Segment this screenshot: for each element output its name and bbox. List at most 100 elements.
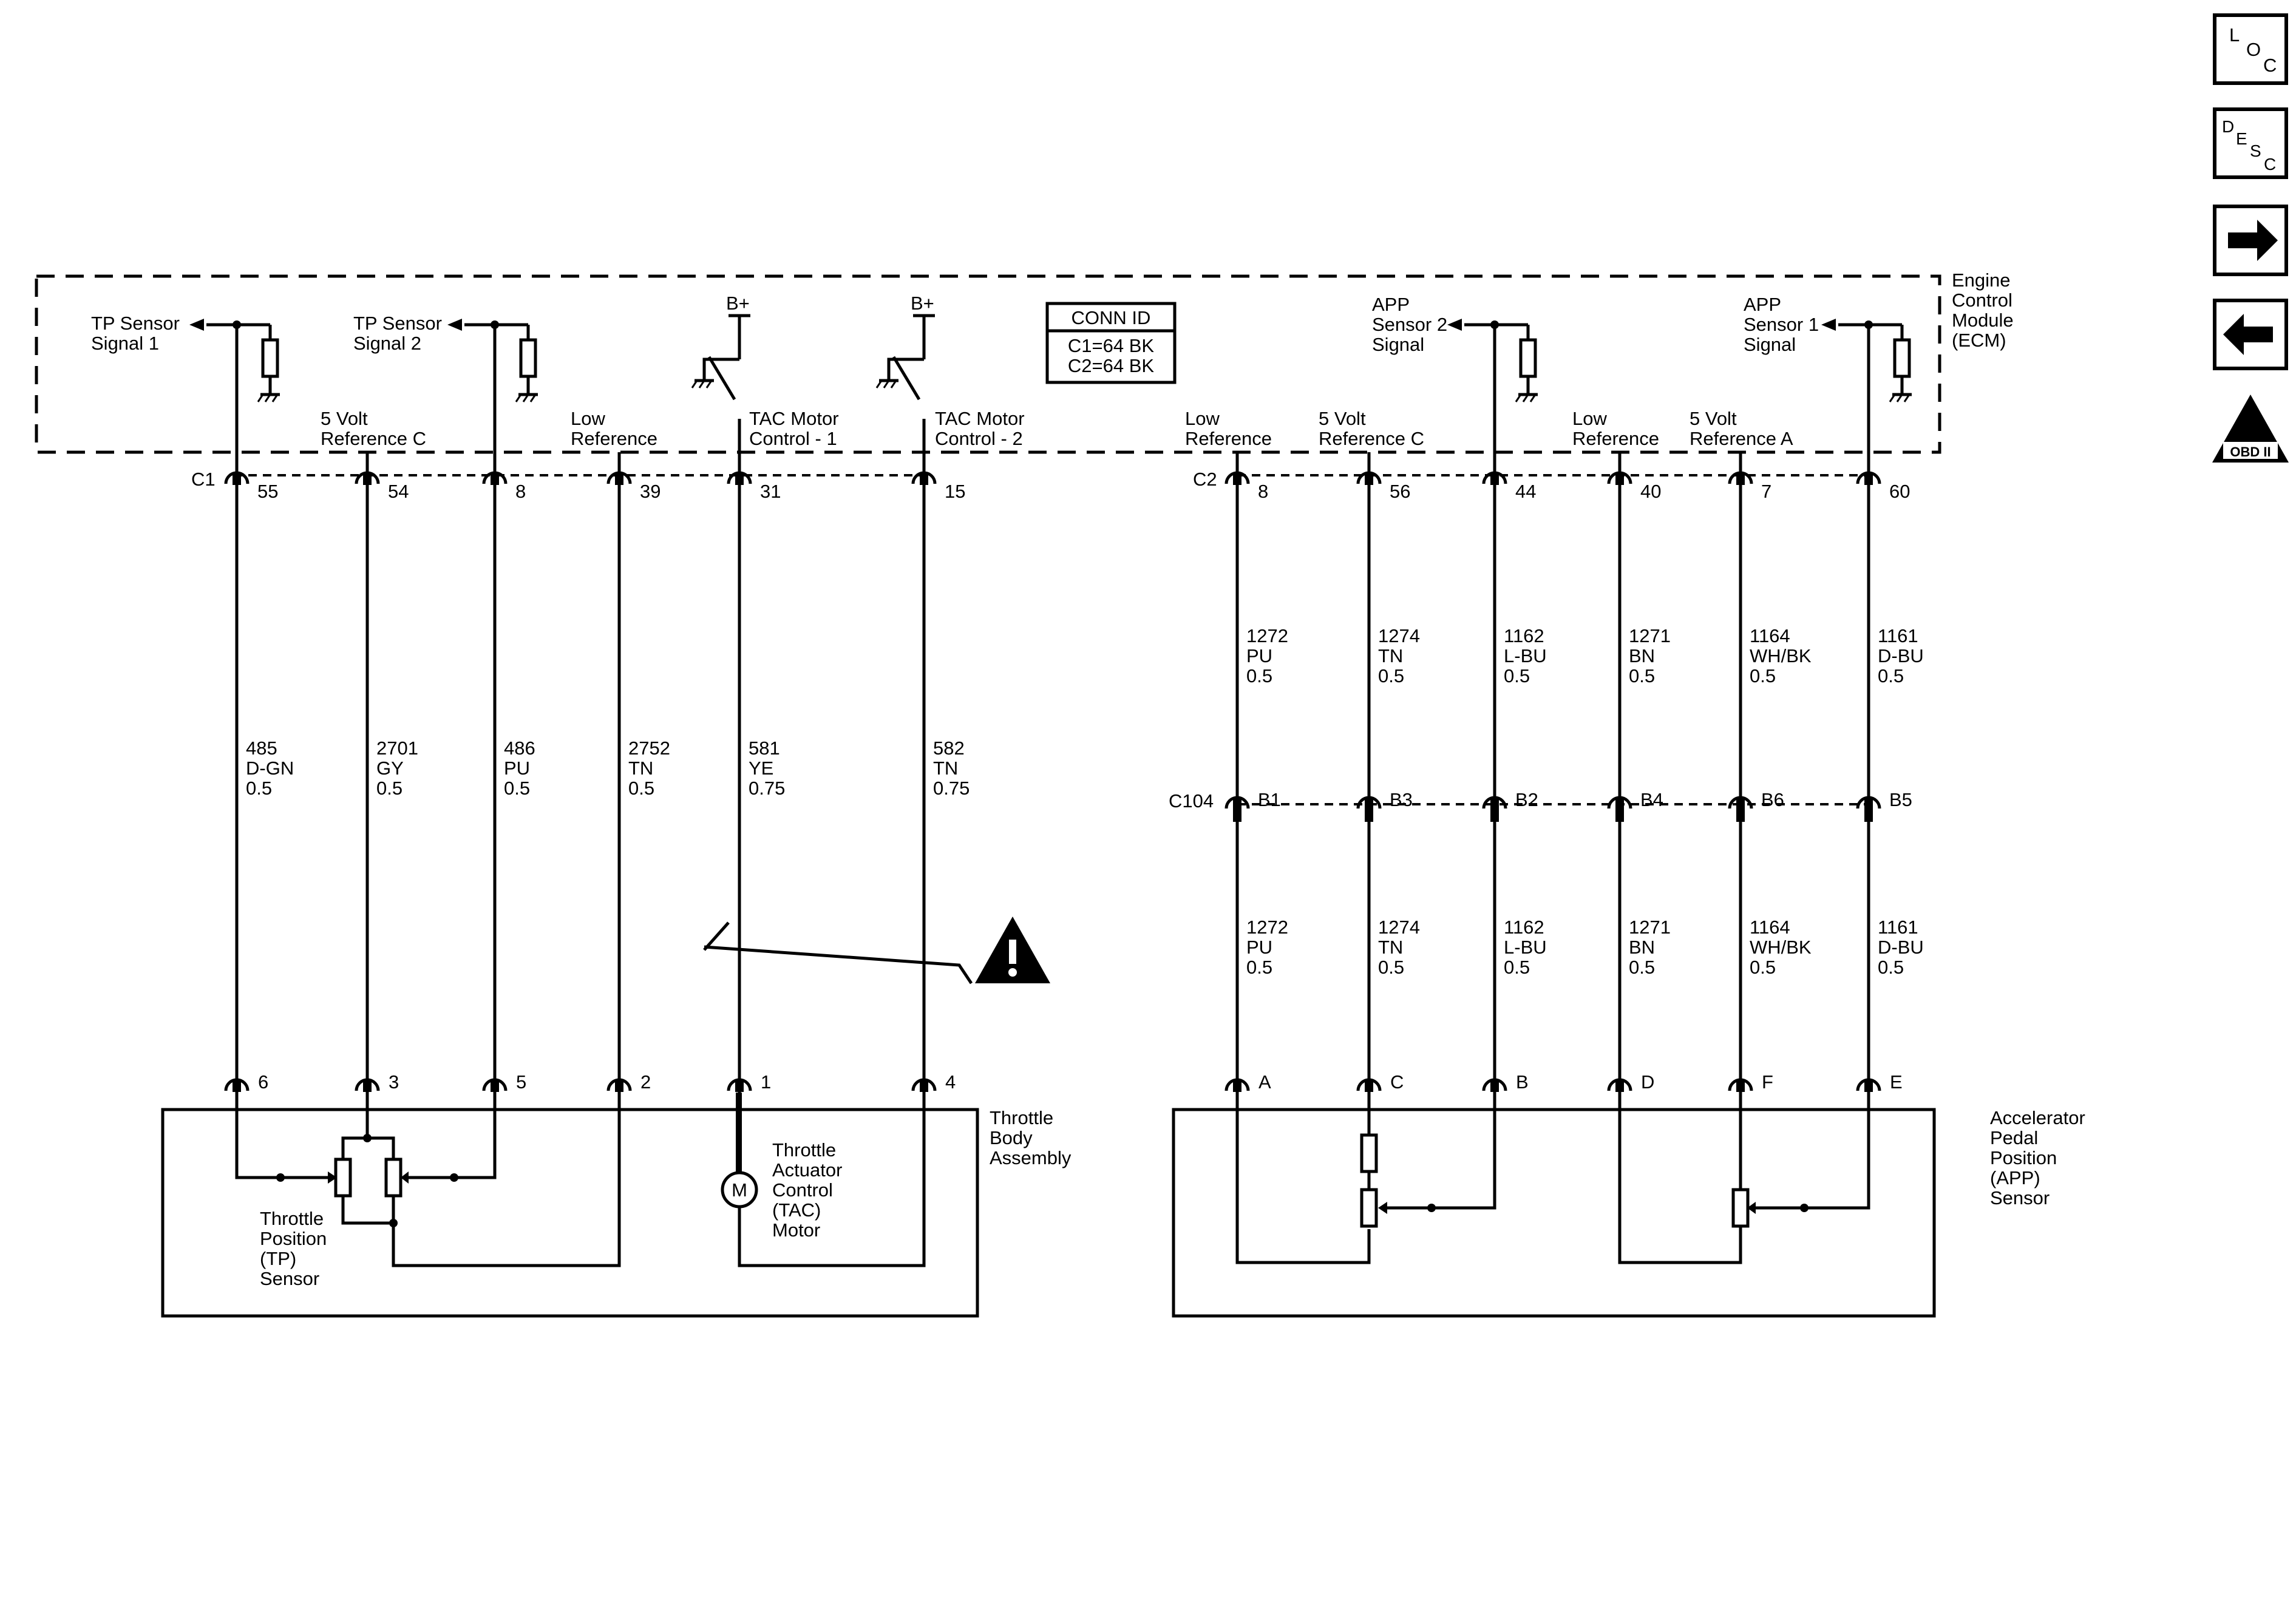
c2-wire-info-lower: TN: [1378, 937, 1403, 958]
app-sensor-title: Accelerator: [1990, 1107, 2085, 1128]
tac-motor-feed: [736, 1093, 742, 1173]
switch-contact: [887, 358, 924, 379]
ground-symbol-hatch: [890, 380, 897, 388]
tp-sensor-resistor-1: [334, 1158, 352, 1198]
ground-symbol-hatch: [698, 380, 705, 388]
connector-pin-stub: [1490, 798, 1499, 810]
tac-motor-label: Actuator: [772, 1159, 842, 1181]
tp-sensor-label: (TP): [260, 1248, 296, 1269]
ecm-c1-pin-label: TP Sensor: [353, 313, 442, 334]
desc-letter: E: [2236, 129, 2247, 148]
switch-blade: [892, 356, 921, 401]
throttle-body-pin-number: 3: [389, 1071, 399, 1093]
c2-wire-info-lower: 0.5: [1750, 957, 1776, 978]
ecm-c2-pin-label: Signal: [1744, 334, 1796, 355]
connector-pin-stub: [1365, 1080, 1373, 1092]
connector-pin-stub: [491, 473, 499, 485]
ecm-c2-pin-label: Reference A: [1690, 428, 1793, 449]
loc-button-frame: [2213, 13, 2288, 85]
ecm-c2-pin-label: Low: [1572, 408, 1607, 429]
conn-id-line: C1=64 BK: [1068, 335, 1155, 356]
c2-wire-info-upper: 1271: [1629, 625, 1671, 646]
ground-symbol-hatch: [1896, 394, 1903, 402]
app-sensor-title: Position: [1990, 1147, 2057, 1168]
c2-wire-info-upper: 0.5: [1378, 665, 1404, 686]
throttle-body-pin-number: 5: [516, 1071, 526, 1093]
app2-signal-wire: [1387, 1110, 1496, 1210]
tac-motor-label: Throttle: [772, 1139, 836, 1161]
c2-wire-info-upper: 1161: [1878, 625, 1918, 646]
app-sensor1-potentiometer: [1731, 1188, 1750, 1228]
junction-dot: [450, 1173, 458, 1182]
obd-ii-text: OBD II: [2230, 444, 2271, 459]
connector-pin-stub: [1615, 473, 1624, 485]
connector-pin-stub: [1490, 473, 1499, 485]
switch-contact: [702, 358, 739, 379]
throttle-body-assembly: ThrottleBodyAssemblyThrottlePosition(TP)…: [161, 917, 1072, 1318]
c2-wire-info-lower: 1161: [1878, 917, 1918, 938]
ground-symbol-hatch: [257, 394, 264, 402]
pullup-resistor: [261, 338, 279, 378]
c1-wire-info: TN: [933, 758, 958, 779]
c2-wire-info-lower: L-BU: [1504, 937, 1547, 958]
c1-wire-info: 581: [749, 737, 780, 759]
c2-wire-info-upper: 0.5: [1504, 665, 1530, 686]
loc-letter: L: [2229, 24, 2240, 46]
connector-pin-stub: [363, 473, 372, 485]
throttle-body-pin-number: 1: [761, 1071, 771, 1093]
c2-connector-label: C2: [1193, 469, 1217, 490]
tp-sensor-label: Sensor: [260, 1268, 319, 1289]
ecm-c1-pin-number: 15: [945, 481, 965, 502]
next-page-button[interactable]: [2213, 205, 2288, 276]
tp-sensor-label: Position: [260, 1228, 327, 1249]
wiper-arrow: [1378, 1202, 1387, 1214]
tac-motor-wire: [738, 1110, 926, 1267]
c104-connector-label: C104: [1169, 790, 1214, 812]
ecm-title: (ECM): [1952, 330, 2006, 351]
tac-motor-letter: M: [732, 1179, 747, 1201]
ecm-c1-pin-number: 31: [760, 481, 781, 502]
junction-dot: [1427, 1204, 1436, 1212]
c2-wire-info-lower: 0.5: [1246, 957, 1272, 978]
app-sensor-pin-number: F: [1762, 1071, 1773, 1093]
c104-pin-stub: [1365, 808, 1373, 822]
c104-pin-number: B3: [1390, 789, 1413, 810]
desc-letter: C: [2264, 155, 2276, 174]
connector-pin-stub: [1233, 1080, 1241, 1092]
connector-pin-stub: [1615, 1080, 1624, 1092]
connector-pin-stub: [735, 473, 744, 485]
connector-pin-stub: [491, 1080, 499, 1092]
ecm-c2-pin-label: Signal: [1372, 334, 1424, 355]
c2-wire-info-upper: 0.5: [1629, 665, 1655, 686]
ground-symbol-hatch: [883, 380, 890, 388]
ground-symbol-hatch: [1903, 394, 1911, 402]
twisted-pair-marker: [703, 921, 973, 985]
ecm-c2-pin-label: APP: [1372, 294, 1410, 315]
tp-sensor-resistor-2: [384, 1158, 402, 1198]
ground-symbol-hatch: [271, 394, 279, 402]
c104-pin-stub: [1490, 808, 1499, 822]
arrow-left-icon: [2223, 314, 2273, 355]
throttle-body-title: Throttle: [990, 1107, 1053, 1128]
ecm-c2-pin-label: Sensor 2: [1372, 314, 1447, 335]
ecm-c2-pin-number: 60: [1889, 481, 1910, 502]
connector-pin-stub: [615, 1080, 623, 1092]
loc-button[interactable]: LOC: [2213, 13, 2288, 85]
ground-symbol-hatch: [264, 394, 271, 402]
ecm-c2-pin-number: 7: [1761, 481, 1771, 502]
c104-pin-stub: [1736, 808, 1745, 822]
caution-icon-dot: [1008, 968, 1017, 977]
previous-page-button[interactable]: [2213, 299, 2288, 370]
ground-symbol-hatch: [515, 394, 522, 402]
junction-dot: [363, 1134, 372, 1142]
c104-pin-number: B4: [1640, 789, 1663, 810]
obd-ii-label-bg: [2223, 442, 2278, 459]
throttle-body-box: [161, 1108, 979, 1318]
ground-symbol-hatch: [529, 394, 537, 402]
tp-low-ref-wire: [392, 1110, 621, 1267]
ecm-c1-pin-number: 54: [388, 481, 409, 502]
wiper-arrow: [401, 1171, 409, 1184]
conn-id-line: C2=64 BK: [1068, 355, 1155, 376]
